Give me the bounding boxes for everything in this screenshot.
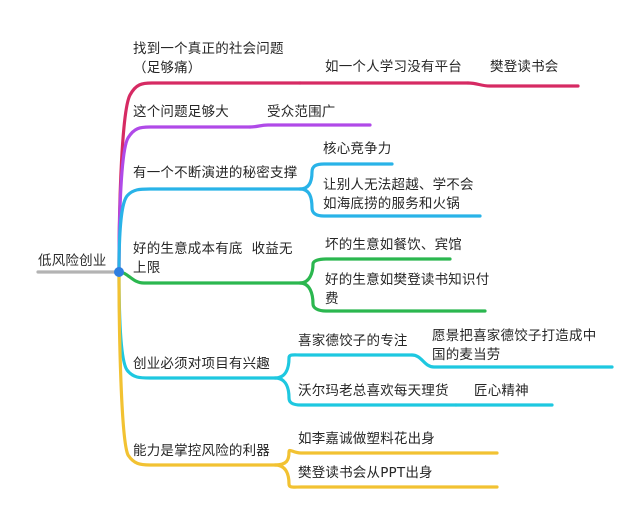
node-branch-4[interactable]: 好的生意成本有底 收益无 上限 — [133, 241, 293, 276]
branch-1-grandchild-line — [466, 81, 580, 88]
node-branch-5-child-2[interactable]: 沃尔玛老总喜欢每天理货 — [298, 383, 449, 399]
node-branch-4-child-1[interactable]: 坏的生意如餐饮、宾馆 — [325, 237, 462, 253]
node-branch-1-child-1[interactable]: 如一个人学习没有平台 — [325, 59, 462, 75]
node-branch-3-child-1[interactable]: 核心竞争力 — [323, 141, 392, 157]
branch-5-fork-up — [273, 353, 414, 380]
node-branch-3-child-2[interactable]: 让别人无法超越、学不会 如海底捞的服务和火锅 — [323, 177, 474, 212]
node-branch-6[interactable]: 能力是掌控风险的利器 — [133, 443, 270, 459]
branch-6-fork-up — [273, 448, 499, 467]
node-branch-5-child-2-child-1[interactable]: 匠心精神 — [474, 383, 529, 399]
node-branch-5[interactable]: 创业必须对项目有兴趣 — [133, 356, 270, 372]
branch-2-child-1-line — [248, 123, 372, 129]
node-branch-6-child-2[interactable]: 樊登读书会从PPT出身 — [298, 465, 433, 481]
node-branch-5-child-1-child-1[interactable]: 愿景把喜家德饺子打造成中 国的麦当劳 — [432, 328, 597, 363]
node-branch-3[interactable]: 有一个不断演进的秘密支撑 — [133, 165, 298, 181]
node-root[interactable]: 低风险创业 — [38, 253, 107, 269]
node-branch-1[interactable]: 找到一个真正的社会问题 （足够痛） — [133, 41, 284, 76]
node-branch-6-child-1[interactable]: 如李嘉诚做塑料花出身 — [298, 431, 435, 447]
node-branch-4-child-2[interactable]: 好的生意如樊登读书知识付 费 — [325, 272, 490, 307]
node-branch-2[interactable]: 这个问题足够大 — [133, 104, 229, 120]
node-branch-2-child-1[interactable]: 受众范围广 — [267, 104, 336, 120]
node-branch-1-child-1-child-1[interactable]: 樊登读书会 — [490, 59, 559, 75]
root-connector-dot[interactable] — [114, 267, 124, 277]
node-branch-5-child-1[interactable]: 喜家德饺子的专注 — [298, 333, 408, 349]
